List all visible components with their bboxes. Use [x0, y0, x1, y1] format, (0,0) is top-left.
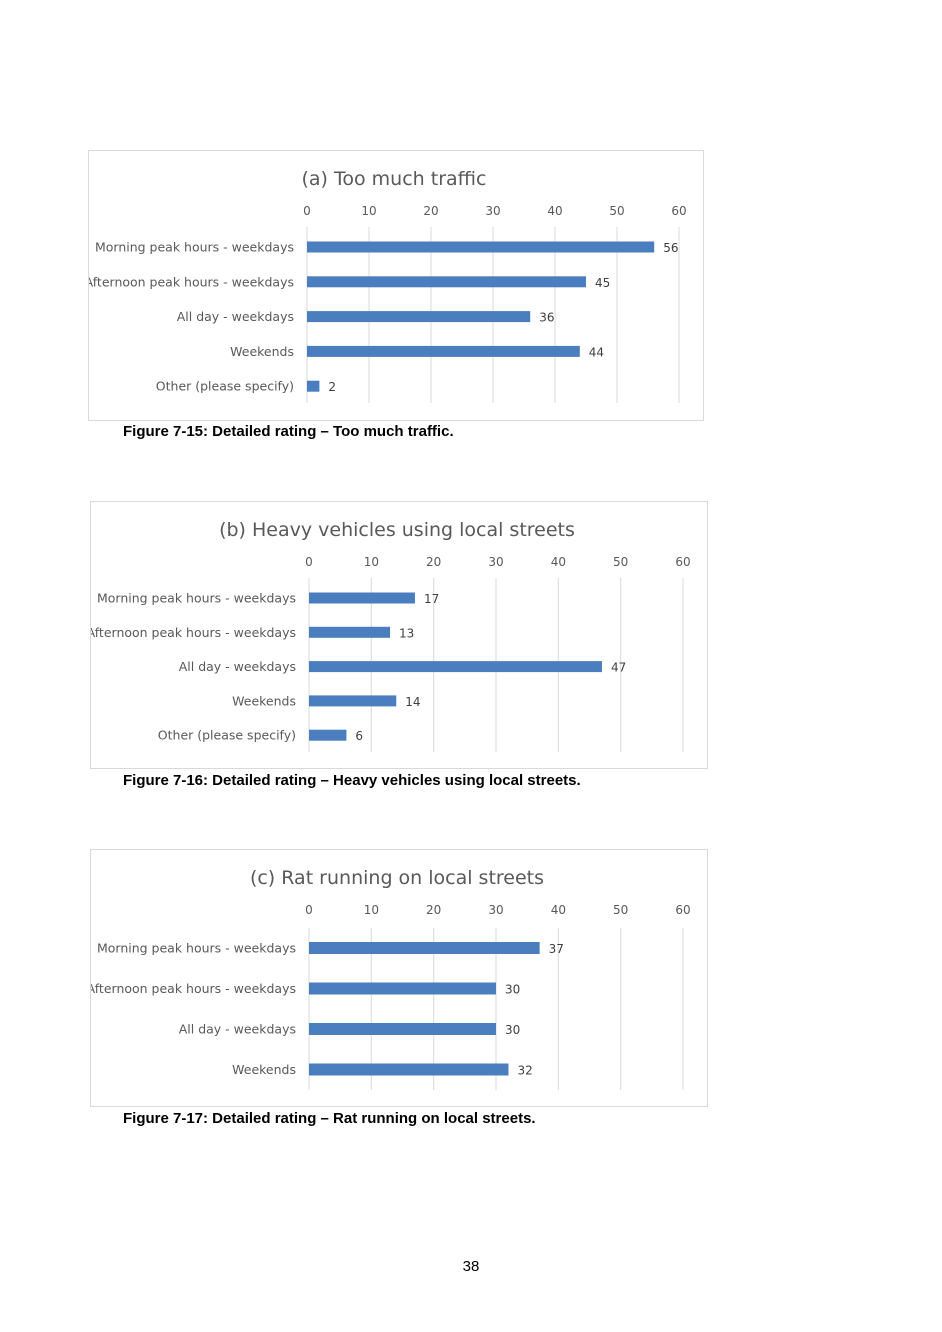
chart-c-data-label: 30 — [505, 1023, 520, 1037]
figure-7-17-caption: Figure 7-17: Detailed rating – Rat runni… — [123, 1110, 536, 1127]
chart-a-category-label: All day - weekdays — [177, 309, 294, 324]
chart-b-category-label: All day - weekdays — [179, 659, 296, 674]
chart-a-data-label: 56 — [663, 241, 678, 255]
chart-a-bar — [307, 276, 586, 288]
chart-a-tick-label: 20 — [423, 204, 438, 218]
chart-a-tick-label: 30 — [485, 204, 500, 218]
page-number: 38 — [462, 1258, 480, 1275]
chart-c-tick-label: 60 — [675, 903, 690, 917]
chart-c-data-label: 32 — [517, 1064, 532, 1078]
chart-a-bar — [307, 311, 531, 323]
chart-c-category-label: All day - weekdays — [179, 1022, 296, 1037]
chart-b: (b) Heavy vehicles using local streets 0 1… — [91, 519, 691, 752]
chart-b-bar — [309, 661, 602, 673]
chart-c-frame: (c) Rat running on local streets 0 10 20 30 4… — [90, 849, 708, 1107]
chart-c-category-label: Morning peak hours - weekdays — [97, 941, 296, 956]
chart-b-category-label: Morning peak hours - weekdays — [97, 591, 296, 606]
chart-b-category-label: Weekends — [232, 693, 296, 708]
chart-b-tick-label: 30 — [488, 555, 503, 569]
chart-b-frame: (b) Heavy vehicles using local streets 0 1… — [90, 501, 708, 769]
chart-b-tick-label: 50 — [613, 555, 628, 569]
chart-c-tick-label: 10 — [364, 903, 379, 917]
chart-c-bar — [309, 1023, 496, 1035]
figure-7-16-caption: Figure 7-16: Detailed rating – Heavy veh… — [123, 772, 581, 789]
chart-c-category-label: Afternoon peak hours - weekdays — [91, 981, 296, 996]
chart-c-tick-label: 0 — [305, 903, 313, 917]
chart-c-tick-label: 50 — [613, 903, 628, 917]
chart-c-bar — [309, 982, 496, 995]
chart-c-tick-label: 20 — [426, 903, 441, 917]
chart-b-tick-label: 10 — [364, 555, 379, 569]
chart-b-bar — [309, 626, 391, 638]
chart-c-data-label: 30 — [505, 983, 520, 997]
chart-b-bar — [309, 729, 347, 741]
chart-a-title: (a) Too much traffic — [302, 168, 487, 190]
chart-b-tick-label: 40 — [551, 555, 566, 569]
chart-c-category-label: Weekends — [232, 1062, 296, 1077]
chart-a-tick-label: 0 — [303, 204, 311, 218]
chart-c-bar — [309, 942, 540, 954]
chart-c-bar — [309, 1063, 509, 1076]
chart-a-tick-label: 60 — [671, 204, 686, 218]
chart-a-tick-label: 10 — [361, 204, 376, 218]
chart-b-tick-label: 60 — [675, 555, 690, 569]
chart-c-tick-label: 30 — [488, 903, 503, 917]
chart-a-data-label: 45 — [595, 276, 610, 290]
chart-a-data-label: 2 — [328, 380, 336, 394]
chart-a-category-label: Morning peak hours - weekdays — [95, 240, 294, 255]
chart-b-data-label: 47 — [611, 661, 626, 675]
chart-b-category-label: Afternoon peak hours - weekdays — [91, 625, 296, 640]
chart-a-tick-label: 50 — [609, 204, 624, 218]
chart-b-title: (b) Heavy vehicles using local streets — [219, 519, 575, 541]
chart-a-data-label: 36 — [539, 311, 554, 325]
chart-c: (c) Rat running on local streets 0 10 20 30 4… — [91, 867, 691, 1090]
chart-b-data-label: 6 — [355, 729, 363, 743]
chart-a-bar — [307, 241, 655, 253]
chart-b-bar — [309, 695, 397, 707]
chart-b-category-label: Other (please specify) — [158, 728, 296, 743]
chart-b-data-label: 13 — [399, 626, 414, 640]
chart-b-data-label: 17 — [424, 592, 439, 606]
chart-a-tick-label: 40 — [547, 204, 562, 218]
chart-b-tick-label: 0 — [305, 555, 313, 569]
chart-a-category-label: Afternoon peak hours - weekdays — [89, 274, 294, 289]
chart-a-category-label: Weekends — [230, 344, 294, 359]
chart-a-bar — [307, 345, 580, 357]
chart-c-data-label: 37 — [549, 942, 564, 956]
figure-7-15-caption: Figure 7-15: Detailed rating – Too much … — [123, 423, 454, 440]
chart-a: (a) Too much traffic 0 10 20 30 40 50 60Morning… — [89, 168, 687, 403]
chart-a-data-label: 44 — [589, 345, 604, 359]
chart-c-tick-label: 40 — [551, 903, 566, 917]
chart-a-category-label: Other (please specify) — [156, 379, 294, 394]
chart-b-bar — [309, 592, 415, 604]
chart-b-tick-label: 20 — [426, 555, 441, 569]
chart-c-title: (c) Rat running on local streets — [250, 867, 544, 889]
chart-b-data-label: 14 — [405, 695, 420, 709]
chart-a-bar — [307, 380, 320, 392]
